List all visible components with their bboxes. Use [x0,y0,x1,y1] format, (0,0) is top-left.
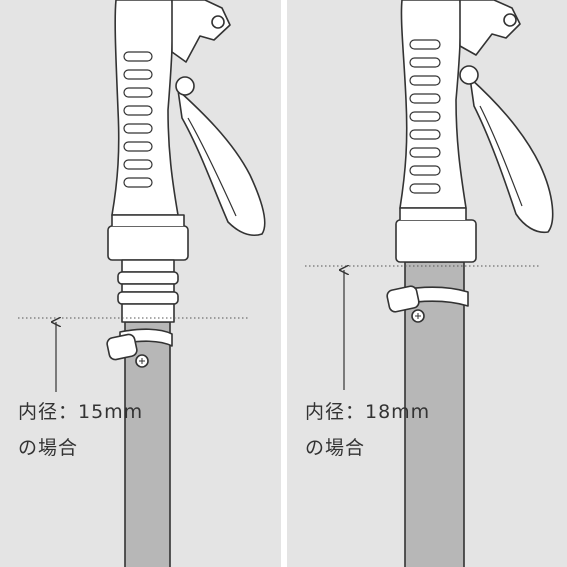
right-caption-diameter: 内径：18mm [305,401,431,423]
right-spray-nozzle-icon [386,0,554,567]
left-caption: 内径：15mm の場合 [18,394,143,466]
left-nozzle-head [171,0,231,63]
right-hose-clamp [386,285,469,323]
left-hose-clamp [106,328,173,368]
right-handle-grip-ridges [409,39,441,194]
left-trigger-lever [177,89,266,237]
right-caption-case: の場合 [305,437,366,459]
right-trigger-lever [469,77,554,234]
right-nozzle-head [459,0,521,56]
right-coupling-collar [395,219,477,263]
panel-divider [281,0,287,567]
right-caption: 内径：18mm の場合 [305,394,430,466]
right-handle [399,0,467,209]
left-spray-nozzle-icon [106,0,266,567]
left-trigger-pivot [175,76,195,96]
left-coupling-collar [107,225,189,261]
left-caption-case: の場合 [18,437,79,459]
left-handle-grip-ridges [123,51,153,188]
left-caption-diameter: 内径：15mm [18,401,144,423]
left-hose-connector [117,259,179,323]
right-trigger-pivot [459,65,479,85]
